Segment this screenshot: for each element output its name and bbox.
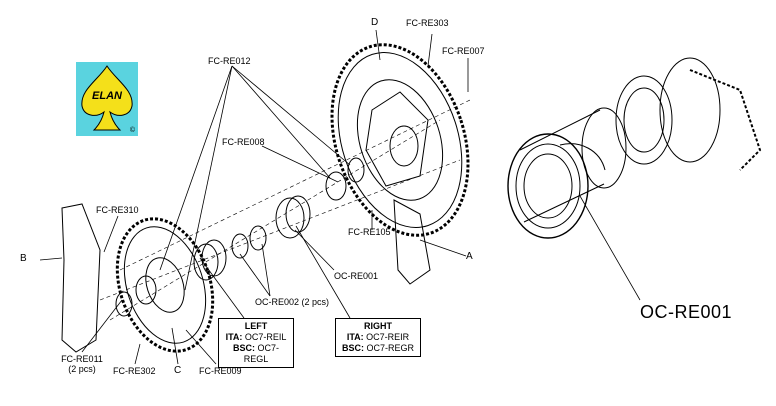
left-ita-value: OC7-REIL xyxy=(244,332,287,342)
label-fc-re011-qty: (2 pcs) xyxy=(68,364,96,374)
label-b: B xyxy=(20,253,27,264)
elan-logo: ELAN © xyxy=(76,62,138,136)
right-bsc-label: BSC: xyxy=(341,343,364,353)
left-ita-label: ITA: xyxy=(225,332,243,342)
right-ita-label: ITA: xyxy=(346,332,364,342)
label-fc-re011: FC-RE011 (2 pcs) xyxy=(54,354,110,374)
crank-arm-b xyxy=(61,203,101,353)
label-fc-re009: FC-RE009 xyxy=(199,366,242,376)
left-bsc-label: BSC: xyxy=(232,343,255,353)
label-fc-re310: FC-RE310 xyxy=(96,205,139,215)
left-part-box: LEFT ITA: OC7-REIL BSC: OC7-REGL xyxy=(218,318,294,368)
label-fc-re303: FC-RE303 xyxy=(406,18,449,28)
right-bsc-value: OC7-REGR xyxy=(366,343,415,353)
right-ita-value: OC7-REIR xyxy=(366,332,410,342)
label-fc-re007: FC-RE007 xyxy=(442,46,485,56)
right-part-box: RIGHT ITA: OC7-REIR BSC: OC7-REGR xyxy=(335,318,421,357)
label-oc-re001-large: OC-RE001 xyxy=(640,302,733,322)
detail-view xyxy=(507,57,762,301)
label-fc-re011-part: FC-RE011 xyxy=(61,354,103,364)
left-box-title: LEFT xyxy=(244,321,268,331)
left-bsc-value: OC7-REGL xyxy=(243,343,280,364)
label-oc-re002: OC-RE002 (2 pcs) xyxy=(255,297,330,307)
label-fc-re012: FC-RE012 xyxy=(208,56,251,66)
small-chainring xyxy=(115,217,215,353)
right-box-title: RIGHT xyxy=(364,321,392,331)
big-chainring xyxy=(330,43,470,237)
right-cup xyxy=(275,197,305,239)
crank-arm-a xyxy=(393,199,431,285)
label-fc-re302: FC-RE302 xyxy=(113,366,156,376)
logo-text: ELAN xyxy=(92,90,122,102)
label-d: D xyxy=(371,17,379,28)
label-fc-re008: FC-RE008 xyxy=(222,137,265,147)
label-c: C xyxy=(174,365,182,376)
spade-icon xyxy=(81,65,133,131)
left-cup xyxy=(201,239,227,277)
label-a: A xyxy=(466,251,473,262)
label-oc-re001: OC-RE001 xyxy=(334,271,379,281)
logo-copyright: © xyxy=(129,127,135,134)
label-fc-re105: FC-RE105 xyxy=(348,227,391,237)
